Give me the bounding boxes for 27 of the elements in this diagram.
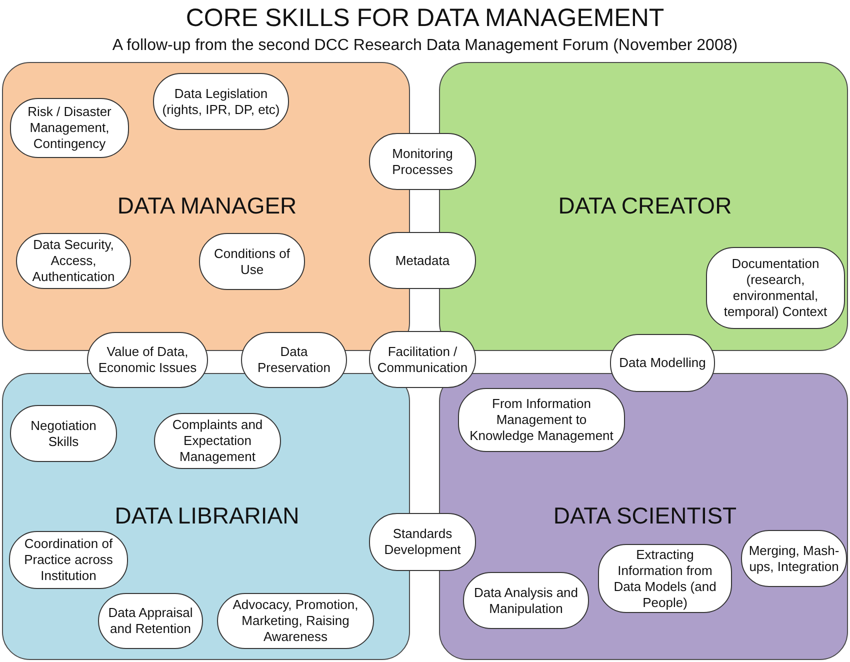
diagram-subtitle: A follow-up from the second DCC Research Data Management Forum (November 2008) (111, 38, 739, 54)
role-heading: DATA SCIENTIST (553, 504, 737, 528)
skill-pill: Data Legislation (rights, IPR, DP, etc) (153, 73, 289, 130)
skill-pill: Conditions of Use (199, 233, 305, 290)
skill-pill: Monitoring Processes (369, 133, 476, 190)
skill-pill: Metadata (369, 232, 476, 289)
skill-pill: Data Preservation (241, 332, 347, 388)
skill-pill: Facilitation / Communication (369, 331, 476, 388)
skill-pill: Negotiation Skills (10, 405, 117, 462)
skill-pill: Documentation (research, environmental, temporal) Context (706, 247, 845, 329)
diagram-title: CORE SKILLS FOR DATA MANAGEMENT (184, 6, 666, 31)
skill-pill: Complaints and Expectation Management (154, 413, 281, 469)
skill-pill: Standards Development (369, 513, 476, 571)
skill-pill: Merging, Mash-ups, Integration (741, 530, 847, 587)
skill-pill: Coordination of Practice across Institution (9, 531, 128, 589)
role-heading: DATA CREATOR (558, 194, 732, 218)
role-heading: DATA LIBRARIAN (114, 504, 300, 528)
skill-pill: Advocacy, Promotion, Marketing, Raising Awareness (217, 593, 374, 649)
skill-pill: Data Appraisal and Retention (98, 593, 203, 649)
skill-pill: Data Security, Access, Authentication (16, 233, 131, 289)
skill-pill: Extracting Information from Data Models (and People) (598, 544, 732, 613)
role-heading: DATA MANAGER (117, 194, 297, 218)
skill-pill: From Information Management to Knowledge Management (458, 388, 625, 452)
skill-pill: Value of Data, Economic Issues (87, 332, 208, 388)
skill-pill: Data Analysis and Manipulation (463, 572, 589, 629)
skill-pill: Risk / Disaster Management, Contingency (10, 98, 129, 158)
skill-pill: Data Modelling (610, 334, 715, 392)
